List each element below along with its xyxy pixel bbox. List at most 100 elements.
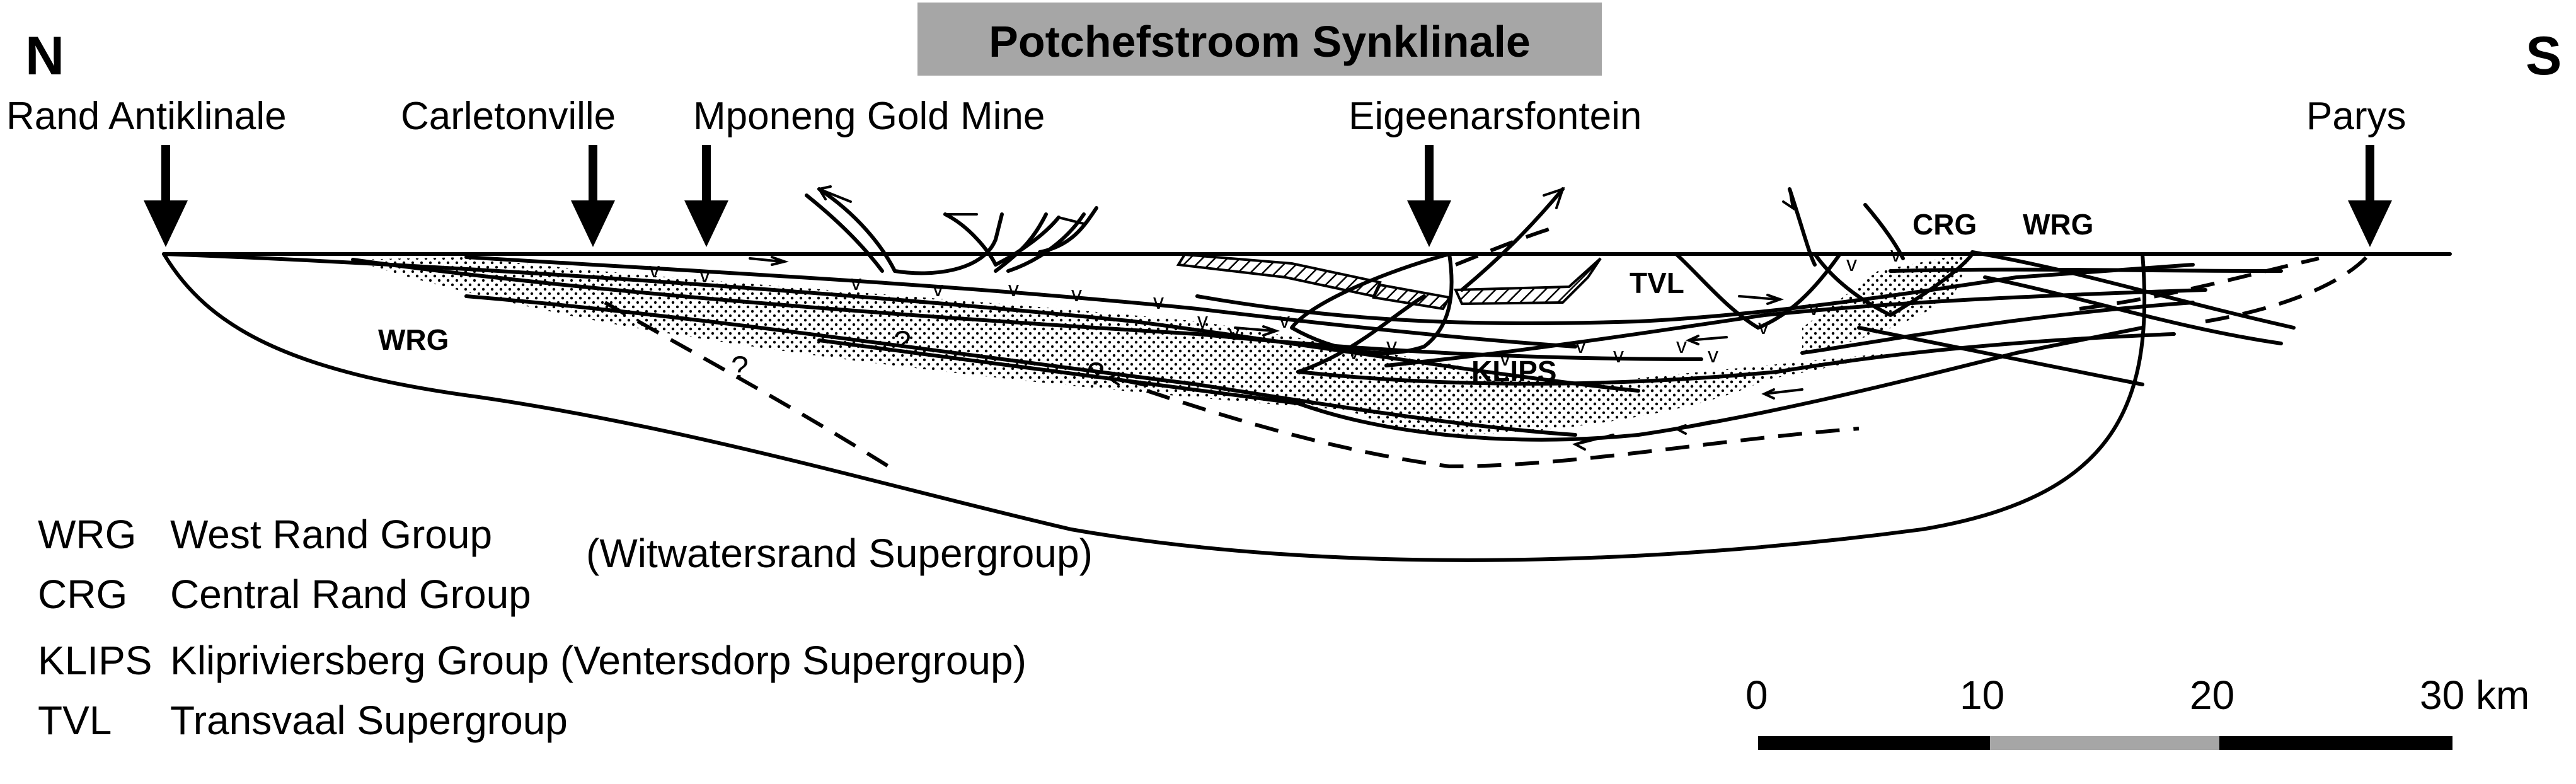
legend-bracket-witwatersrand: (Witwatersrand Supergroup) [586, 531, 1093, 576]
layer-boundary-1 [351, 258, 1703, 361]
svg-text:v: v [699, 263, 710, 287]
layer-boundary-10 [1889, 267, 2283, 273]
unit-label-crg: CRG [1912, 208, 1977, 241]
svg-text:v: v [1500, 347, 1510, 371]
dashed-fault-surface [1454, 225, 1557, 267]
thrust-fault-south-1 [1788, 187, 1817, 267]
scale-tick-10: 10 [1960, 672, 2004, 718]
title-box [917, 3, 1602, 76]
unit-label-klips: KLIPS [1471, 355, 1556, 388]
fold-curve-center [1290, 252, 1454, 355]
svg-text:v: v [1676, 334, 1687, 358]
svg-text:v: v [1808, 296, 1819, 320]
location-label-parys: Parys [2306, 95, 2406, 138]
svg-text:v: v [1197, 309, 1208, 333]
fault-arrows [749, 185, 1876, 451]
legend-name-wrg: West Rand Group [170, 512, 492, 557]
legend-abbr-klips: KLIPS [38, 638, 152, 683]
scale-tick-0: 0 [1745, 672, 1768, 718]
question-mark-1: ? [731, 350, 749, 385]
location-label-carletonville: Carletonville [401, 95, 616, 138]
north-label: N [25, 26, 64, 86]
layer-boundary-7 [1195, 263, 2195, 326]
thrust-fault-eigeenarsfontein [1460, 187, 1565, 292]
south-label: S [2526, 26, 2562, 86]
layer-boundary-8 [1384, 288, 2207, 367]
scale-tick-20: 20 [2190, 672, 2234, 718]
scale-segment-2 [1990, 736, 2219, 750]
layer-boundary-5 [817, 326, 2144, 442]
hatched-tvl-mid [1371, 283, 1452, 311]
svg-text:v: v [851, 271, 861, 295]
dashed-fault-right-2 [2205, 253, 2371, 323]
location-label-mponeng: Mponeng Gold Mine [693, 95, 1045, 138]
thrust-wedge-7 [1038, 206, 1098, 254]
svg-text:v: v [1575, 334, 1586, 358]
arrow-mponeng [684, 145, 728, 247]
layer-boundary-6 [1296, 332, 2176, 386]
dashed-fault-base [1146, 389, 1860, 469]
location-label-eigeenarsfontein: Eigeenarsfontein [1348, 95, 1642, 138]
legend-abbr-crg: CRG [38, 572, 127, 617]
svg-text:v: v [1229, 321, 1239, 345]
thrust-wedge-1 [805, 193, 884, 273]
svg-text:v: v [1153, 290, 1164, 314]
svg-text:v: v [1708, 343, 1718, 367]
svg-text:v: v [1348, 340, 1359, 364]
svg-text:v: v [1758, 315, 1769, 339]
thrust-wedge-5 [994, 216, 1061, 267]
layer-boundary-2 [162, 252, 1640, 393]
svg-text:v: v [1890, 243, 1901, 267]
question-mark-2: ? [894, 325, 911, 360]
legend: WRG West Rand Group CRG Central Rand Gro… [38, 512, 1093, 743]
svg-text:v: v [1386, 334, 1397, 358]
svg-text:v: v [1613, 343, 1624, 367]
thrust-wedge-2 [817, 187, 897, 273]
fold-curve-tvl [1674, 252, 1842, 330]
dashed-fault-right-1 [2079, 257, 2320, 311]
arrow-carletonville [571, 145, 615, 247]
thrust-wedge-6 [1006, 212, 1086, 273]
svg-text:v: v [933, 277, 943, 301]
legend-name-tvl: Transvaal Supergroup [170, 698, 568, 743]
thrust-wedge-3 [893, 212, 1004, 275]
diagram-title: Potchefstroom Synklinale [989, 17, 1531, 66]
unit-label-wrg-left: WRG [378, 323, 449, 356]
legend-abbr-tvl: TVL [38, 698, 112, 743]
svg-text:v: v [1846, 252, 1857, 276]
svg-text:v: v [1008, 277, 1019, 301]
unit-label-wrg-right: WRG [2023, 208, 2093, 241]
scale-tick-30: 30 km [2420, 672, 2529, 718]
scale-segment-1 [1758, 736, 1990, 750]
layer-boundary-13 [1857, 326, 2144, 386]
arrow-eigeenarsfontein [1407, 145, 1451, 247]
layer-boundary-11 [1970, 250, 2296, 330]
question-mark-3: ? [1087, 356, 1105, 391]
unit-label-tvl: TVL [1630, 267, 1684, 299]
hatched-tvl-right [1453, 257, 1602, 306]
arrow-parys [2348, 145, 2392, 247]
fold-curve-klips [1296, 294, 1426, 374]
location-label-rand-antiklinale: Rand Antiklinale [6, 95, 287, 138]
thrust-wedge-4 [943, 212, 998, 267]
thrust-wedge-8 [994, 212, 1048, 273]
layer-boundary-4 [464, 294, 1577, 437]
svg-text:v: v [1071, 282, 1082, 306]
svg-text:v: v [649, 258, 660, 282]
legend-name-klips: Klipriviersberg Group (Ventersdorp Super… [170, 638, 1026, 683]
location-arrows [144, 145, 2392, 247]
legend-abbr-wrg: WRG [38, 512, 136, 557]
dashed-fault-left [604, 301, 890, 468]
legend-name-crg: Central Rand Group [170, 572, 531, 617]
arrow-rand-antiklinale [144, 145, 188, 247]
scale-bar: 0 10 20 30 km [1745, 672, 2529, 750]
layer-boundary-3 [464, 255, 1577, 349]
layer-boundary-12 [1983, 275, 2283, 345]
svg-text:v: v [1279, 309, 1290, 333]
scale-segment-3 [2219, 736, 2452, 750]
dotted-unit-right [1802, 252, 1972, 353]
fold-curve-right [1813, 252, 1974, 317]
